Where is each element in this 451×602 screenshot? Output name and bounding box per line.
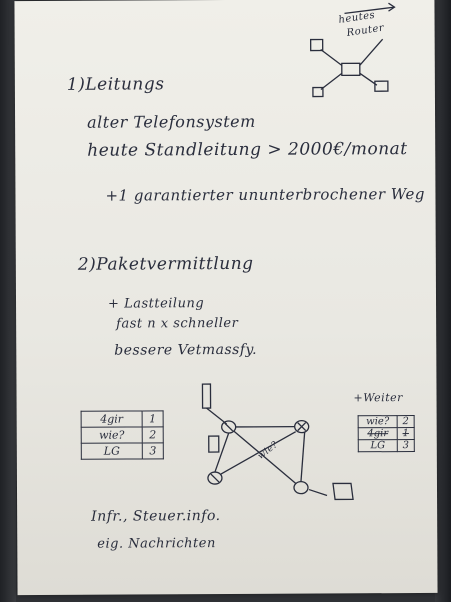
section2-line-2: fast n x schneller [116,315,239,332]
table-cell: 2 [142,426,164,443]
device-box-tl [309,38,324,52]
bottom-line-1: Infr., Steuer.info. [91,508,221,525]
table-row: LG 3 [81,442,164,460]
table-cell: 1 [142,410,164,427]
left-routing-table: 4gir 1 wie? 2 LG 3 [81,410,164,460]
table-row: wie? 2 [81,426,164,444]
table-row: wie? 2 [358,415,415,428]
device-box-br [374,80,389,92]
table-cell: wie? [358,415,398,428]
section1-line-2: heute Standleitung > 2000€/monat [87,139,408,161]
table-cell: 1 [397,427,415,440]
router-sketch [201,2,396,501]
table-cell: LG [81,442,143,460]
router-box [341,62,361,77]
section1-heading: 1)Leitungs [66,74,165,95]
small-node-left [208,435,220,453]
section1-line-1: alter Telefonsystem [87,111,256,132]
section2-line-3: bessere Vetmassfy. [114,341,258,359]
table-cell: 3 [142,442,164,459]
table-cell: 4gir [358,427,398,440]
table-row: 4gir 1 [358,427,415,440]
table-row: LG 3 [358,439,415,452]
section2-heading: 2)Paketvermittlung [77,253,254,275]
table-cell: LG [358,439,398,452]
right-table-label: +Weiter [353,391,403,405]
table-row: 4gir 1 [81,410,164,428]
section1-line-3: +1 garantierter ununterbrochener Weg [105,184,426,205]
desk-left-edge [0,0,16,602]
section2-line-1: + Lastteilung [107,296,205,312]
bottom-line-2: eig. Nachrichten [97,536,216,552]
notebook-page: heutes Router 1)Leitungs alter Telefonsy… [14,0,438,596]
right-routing-table: wie? 2 4gir 1 LG 3 [358,415,415,452]
table-cell: 2 [397,415,415,428]
table-cell: wie? [81,426,143,444]
table-cell: 3 [397,439,415,452]
small-node-top [201,383,212,409]
table-cell: 4gir [81,410,143,428]
desk-right-edge [435,0,451,602]
device-box-bl [312,86,324,98]
